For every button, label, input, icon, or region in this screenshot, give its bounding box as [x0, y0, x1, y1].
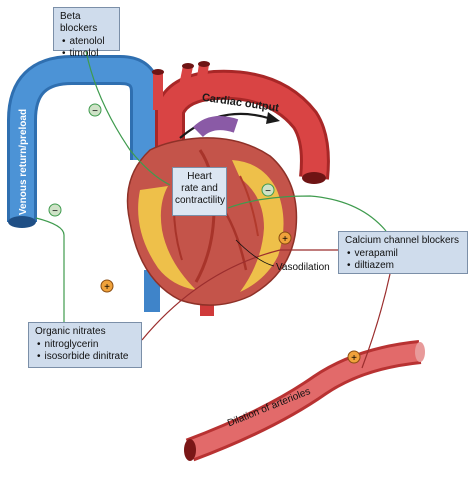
beta-blockers-drug-list: atenolol timolol	[60, 36, 113, 60]
svg-text:+: +	[282, 234, 288, 245]
arteriole-vessel	[184, 340, 425, 462]
aortic-arch	[152, 61, 330, 184]
nitrate-vasodilation-line	[141, 249, 281, 341]
svg-text:−: −	[92, 106, 98, 117]
drug-item: nitroglycerin	[35, 339, 135, 351]
cardiac-output-arrowhead	[266, 112, 280, 124]
cardiac-output-arrow	[179, 112, 269, 139]
beta-blockers-box: Beta blockers atenolol timolol	[53, 7, 120, 59]
svg-text:−: −	[265, 186, 271, 197]
drug-item: timolol	[60, 48, 113, 60]
svg-text:+: +	[104, 282, 110, 293]
vasodilation-label: Vasodilation	[276, 262, 330, 273]
superior-vena-cava	[7, 55, 160, 228]
venous-return-label: Venous return/preload	[18, 109, 29, 215]
organic-nitrates-box: Organic nitrates nitroglycerin isosorbid…	[28, 322, 142, 368]
ccb-arteriole-line	[361, 273, 391, 369]
minus-circle-ccb: −	[261, 183, 275, 197]
svg-text:+: +	[351, 353, 357, 364]
pulmonary-artery	[193, 116, 239, 138]
drug-item: diltiazem	[345, 260, 461, 272]
ccb-drug-list: verapamil diltiazem	[345, 248, 461, 272]
minus-circle-beta: −	[88, 103, 102, 117]
plus-circle-heart: +	[278, 231, 292, 245]
beta-blockers-title: Beta blockers	[60, 11, 98, 34]
heart-box-line: rate and	[181, 183, 218, 194]
ccb-title: Calcium channel blockers	[345, 235, 459, 246]
drug-item: verapamil	[345, 248, 461, 260]
nitrates-title: Organic nitrates	[35, 326, 106, 337]
svg-text:−: −	[52, 206, 58, 217]
drug-item: atenolol	[60, 36, 113, 48]
plus-circle-arteriole: +	[347, 350, 361, 364]
vasodilation-pointer	[235, 239, 275, 267]
plus-circle-nitrate: +	[100, 279, 114, 293]
heart-box-line: Heart	[187, 171, 212, 182]
minus-circle-nitrate: −	[48, 203, 62, 217]
nitrates-drug-list: nitroglycerin isosorbide dinitrate	[35, 339, 135, 363]
calcium-channel-blockers-box: Calcium channel blockers verapamil dilti…	[338, 231, 468, 274]
drug-item: isosorbide dinitrate	[35, 351, 135, 363]
nitrate-venous-line	[35, 217, 65, 322]
heart-rate-contractility-box: Heart rate and contractility	[172, 167, 227, 216]
heart-box-line: contractility	[175, 195, 226, 206]
ccb-heart-line	[227, 195, 387, 232]
beta-blocker-line	[85, 50, 171, 186]
